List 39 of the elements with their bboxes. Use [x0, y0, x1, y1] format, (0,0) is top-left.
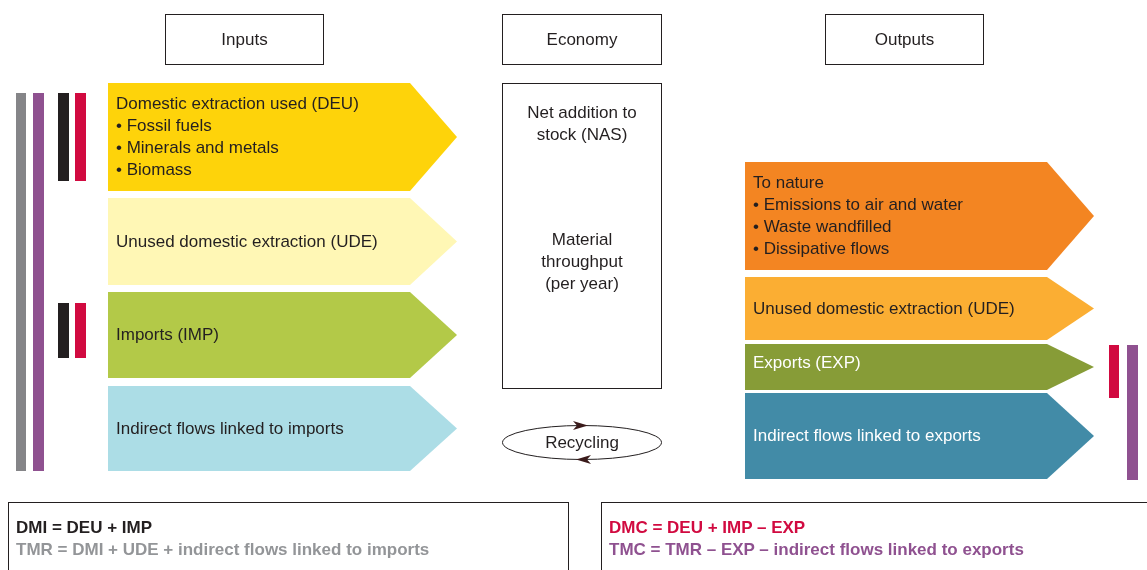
flow-label: Inputs	[221, 28, 268, 51]
bullet-item: • Dissipative flows	[753, 238, 891, 260]
formula-text: DMI = DEU + IMP	[16, 517, 154, 539]
formula-box	[8, 502, 569, 570]
formula-text: DMC = DEU + IMP – EXP	[609, 517, 807, 539]
flow-label: Domestic extraction used (DEU)	[116, 93, 360, 115]
column-heading-box	[165, 14, 324, 65]
flow-band	[745, 277, 1094, 340]
flow-label: Material throughput (per year)	[540, 229, 624, 295]
flow-label: Exports (EXP)	[753, 352, 862, 374]
flow-label: Unused domestic extraction (UDE)	[116, 230, 379, 253]
flow-label: Recycling	[545, 431, 619, 454]
formula-text: TMC = TMR – EXP – indirect flows linked to exports	[609, 539, 1025, 561]
bullet-item: • Waste wandfilled	[753, 216, 893, 238]
formula-box	[601, 502, 1147, 570]
bullet-item: • Minerals and metals	[116, 137, 280, 159]
flow-label: Imports (IMP)	[116, 324, 220, 346]
formula-text: TMR = DMI + UDE + indirect flows linked to imports	[16, 539, 431, 561]
column-heading-box	[825, 14, 984, 65]
flow-label: Net addition to stock (NAS)	[526, 101, 638, 146]
column-heading-box	[502, 14, 662, 65]
flow-band	[108, 198, 457, 285]
flow-label: Indirect flows linked to exports	[753, 425, 982, 447]
flow-band	[745, 162, 1094, 270]
stock-box	[502, 163, 662, 389]
bullet-item: • Fossil fuels	[116, 115, 213, 137]
flow-band	[108, 386, 457, 471]
flow-label: Economy	[546, 28, 618, 51]
bullet-item: • Emissions to air and water	[753, 194, 965, 216]
flow-label: Outputs	[874, 28, 935, 51]
stock-box	[502, 83, 662, 164]
flow-band	[745, 344, 1094, 390]
flow-label: Unused domestic extraction (UDE)	[753, 297, 1016, 320]
bullet-item: • Biomass	[116, 159, 193, 181]
flow-label: To nature	[753, 172, 825, 194]
flow-band	[108, 83, 457, 191]
flow-band	[108, 292, 457, 378]
flow-label: Indirect flows linked to imports	[116, 417, 345, 440]
flow-band	[745, 393, 1094, 479]
